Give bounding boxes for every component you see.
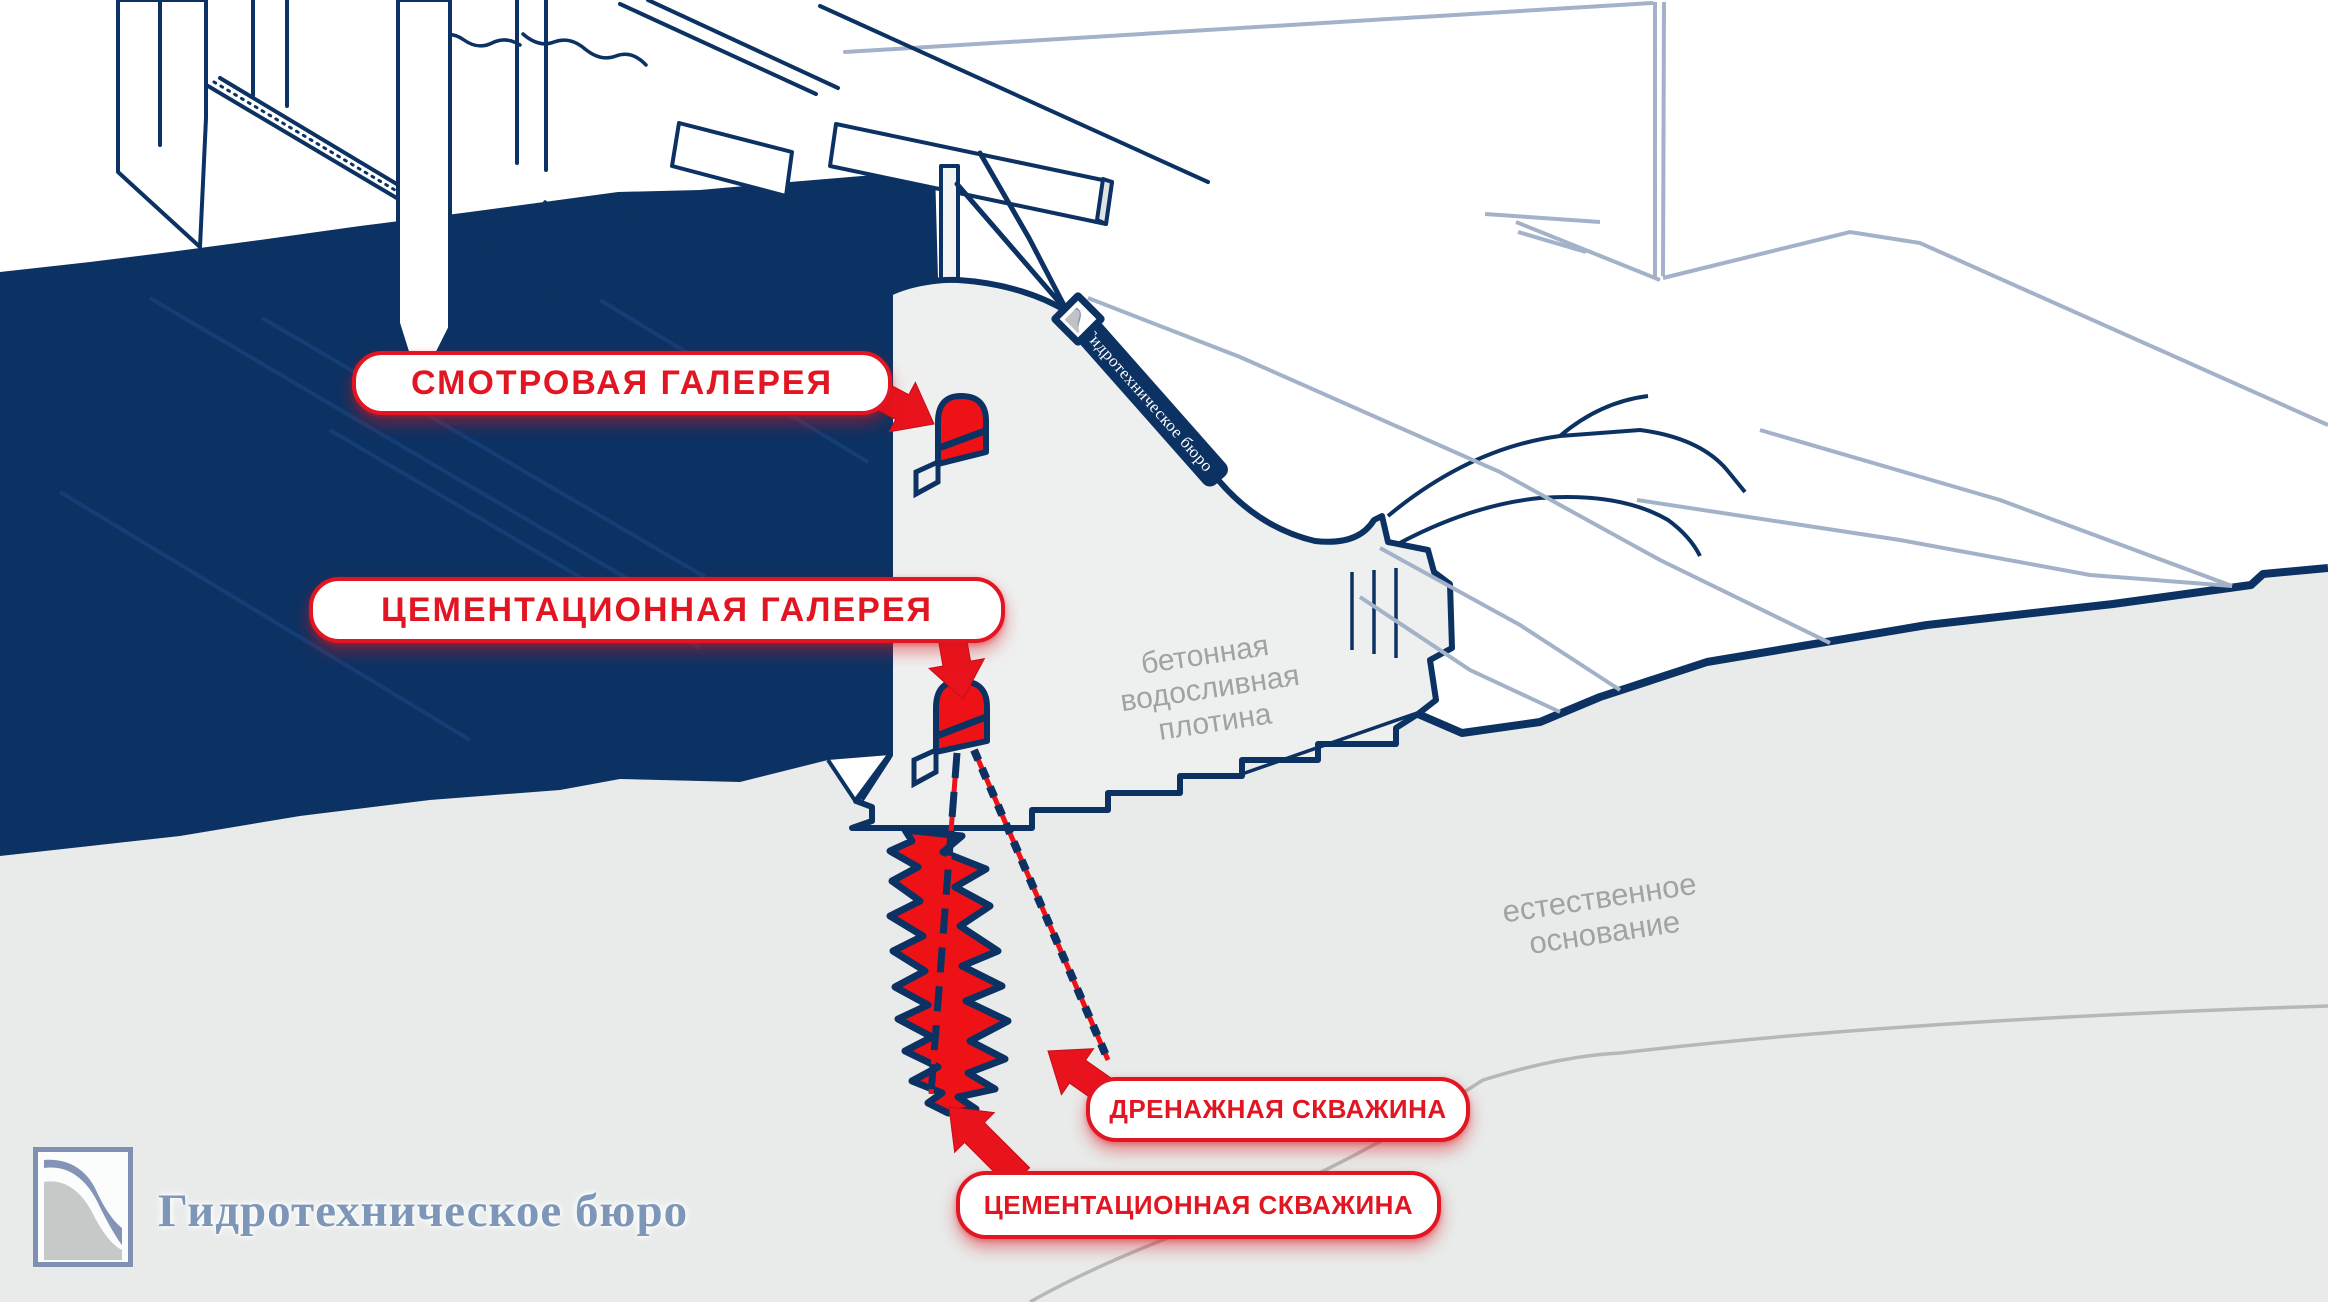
foundation-ground — [0, 568, 2328, 1302]
callout-label: ЦЕМЕНТАЦИОННАЯ СКВАЖИНА — [983, 1189, 1414, 1220]
tailwater-surface-line — [1416, 564, 2328, 737]
callout-grouting-borehole: ЦЕМЕНТАЦИОННАЯ СКВАЖИНА — [956, 1171, 1441, 1239]
callout-inspection-gallery: СМОТРОВАЯ ГАЛЕРЕЯ — [352, 351, 892, 415]
crest-structures — [116, 0, 1654, 392]
heel-cutoff-lines — [826, 755, 892, 804]
watermark-logo-icon — [1051, 292, 1105, 346]
callout-drainage-borehole: ДРЕНАЖНАЯ СКВАЖИНА — [1086, 1077, 1470, 1142]
inspection-gallery — [913, 393, 989, 499]
callout-label: ДРЕНАЖНАЯ СКВАЖИНА — [1109, 1094, 1447, 1124]
callout-label: СМОТРОВАЯ ГАЛЕРЕЯ — [410, 363, 834, 402]
grout-curtain-zone — [886, 826, 1012, 1117]
callout-grouting-gallery: ЦЕМЕНТАЦИОННАЯ ГАЛЕРЕЯ — [309, 577, 1005, 643]
company-name: Гидротехническое бюро — [158, 1185, 689, 1237]
spillway-jet-lines — [1386, 394, 1747, 557]
callout-label: ЦЕМЕНТАЦИОННАЯ ГАЛЕРЕЯ — [381, 590, 933, 629]
company-logo — [33, 1147, 133, 1267]
spillway-profile-icon — [44, 1159, 122, 1260]
drainage-borehole-line — [970, 748, 1112, 1062]
grouting-borehole-line — [927, 752, 961, 1095]
toe-sill-detail — [1241, 568, 1421, 776]
dam-body — [849, 276, 1455, 831]
terrain-flow-lines — [1087, 1, 2328, 714]
